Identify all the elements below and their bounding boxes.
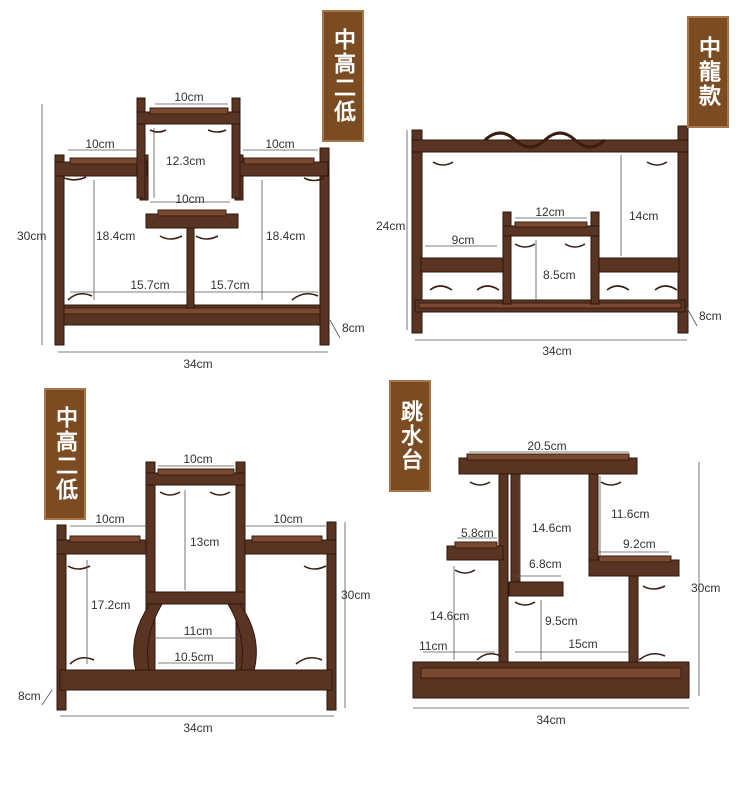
dim-label: 10cm	[183, 452, 212, 466]
dim-label: 11.6cm	[611, 507, 649, 521]
dim-label: 13cm	[190, 535, 219, 549]
dim-label: 9.2cm	[623, 537, 656, 551]
shelf-base	[59, 669, 333, 691]
dim-label: 10cm	[265, 137, 294, 151]
dim-label: 10cm	[85, 137, 114, 151]
dim-label: 14cm	[629, 209, 658, 223]
dim-label: 10cm	[174, 90, 203, 104]
dim-label: 8cm	[699, 309, 722, 323]
dim-label: 10cm	[175, 192, 204, 206]
shelf-base	[412, 661, 690, 699]
dim-label: 12.3cm	[166, 154, 205, 168]
dim-label: 30cm	[691, 581, 720, 595]
shelf-drawing-bottom-right: 20.5cm 14.6cm 11.6cm 5.8cm 6.8cm 9.2cm 3…	[412, 439, 720, 727]
dim-label: 34cm	[542, 344, 571, 358]
dim-label: 12cm	[535, 205, 564, 219]
style-banner: 中龍款	[687, 16, 729, 128]
dim-label: 8cm	[18, 689, 41, 703]
top-beam	[411, 139, 689, 153]
left-post	[56, 524, 67, 711]
left-post	[54, 154, 65, 346]
dim-label: 14.6cm	[430, 609, 469, 623]
style-banner: 中高二低	[322, 10, 364, 142]
dim-label: 18.4cm	[266, 229, 305, 243]
dim-label: 5.8cm	[461, 526, 494, 540]
dim-label: 30cm	[341, 588, 370, 602]
right-post	[319, 147, 330, 346]
dim-label: 34cm	[183, 721, 212, 735]
shelf-panel-top-left: 10cm 10cm 10cm 12.3cm 10cm 30cm 18.4cm 1…	[0, 0, 375, 380]
shelf-drawing-top-right: 12cm 9cm 14cm 24cm 8.5cm 8cm 34cm	[376, 125, 722, 358]
dim-label: 24cm	[376, 219, 405, 233]
dim-label: 8.5cm	[543, 268, 576, 282]
dim-label: 18.4cm	[96, 229, 135, 243]
left-shelf	[420, 257, 504, 273]
style-banner: 跳水台	[389, 380, 431, 492]
shelf-panel-top-right: 12cm 9cm 14cm 24cm 8.5cm 8cm 34cm 中龍款	[375, 0, 750, 380]
dim-label: 34cm	[183, 357, 212, 371]
shelf-drawing-top-left: 10cm 10cm 10cm 12.3cm 10cm 30cm 18.4cm 1…	[17, 90, 365, 371]
right-shelf	[598, 257, 680, 273]
middle-shelf	[508, 581, 564, 597]
middle-shelf	[145, 591, 246, 605]
dim-label: 14.6cm	[532, 521, 571, 535]
dim-label: 10cm	[95, 512, 124, 526]
left-post	[411, 129, 423, 334]
dim-label: 9.5cm	[545, 614, 578, 628]
dim-label: 9cm	[452, 233, 475, 247]
dim-label: 6.8cm	[529, 557, 562, 571]
right-post	[677, 125, 689, 334]
shelf-panel-bottom-right: 20.5cm 14.6cm 11.6cm 5.8cm 6.8cm 9.2cm 3…	[375, 380, 750, 785]
dim-label: 15.7cm	[130, 278, 169, 292]
dim-label: 15.7cm	[210, 278, 249, 292]
shelf-drawing-bottom-left: 10cm 10cm 10cm 13cm 17.2cm 30cm 11cm 10.…	[18, 452, 370, 735]
dim-label: 17.2cm	[91, 598, 130, 612]
dim-label: 34cm	[536, 713, 565, 727]
dim-label: 20.5cm	[527, 439, 566, 453]
dim-label: 11cm	[184, 624, 212, 638]
dim-label: 11cm	[419, 639, 447, 653]
dim-label: 30cm	[17, 229, 46, 243]
style-banner: 中高二低	[44, 388, 86, 520]
shelf-panel-bottom-left: 10cm 10cm 10cm 13cm 17.2cm 30cm 11cm 10.…	[0, 380, 375, 785]
dim-label: 10cm	[273, 512, 302, 526]
dim-label: 15cm	[568, 637, 597, 651]
dim-label: 10.5cm	[174, 650, 213, 664]
dim-label: 8cm	[342, 321, 365, 335]
right-post	[326, 521, 337, 711]
